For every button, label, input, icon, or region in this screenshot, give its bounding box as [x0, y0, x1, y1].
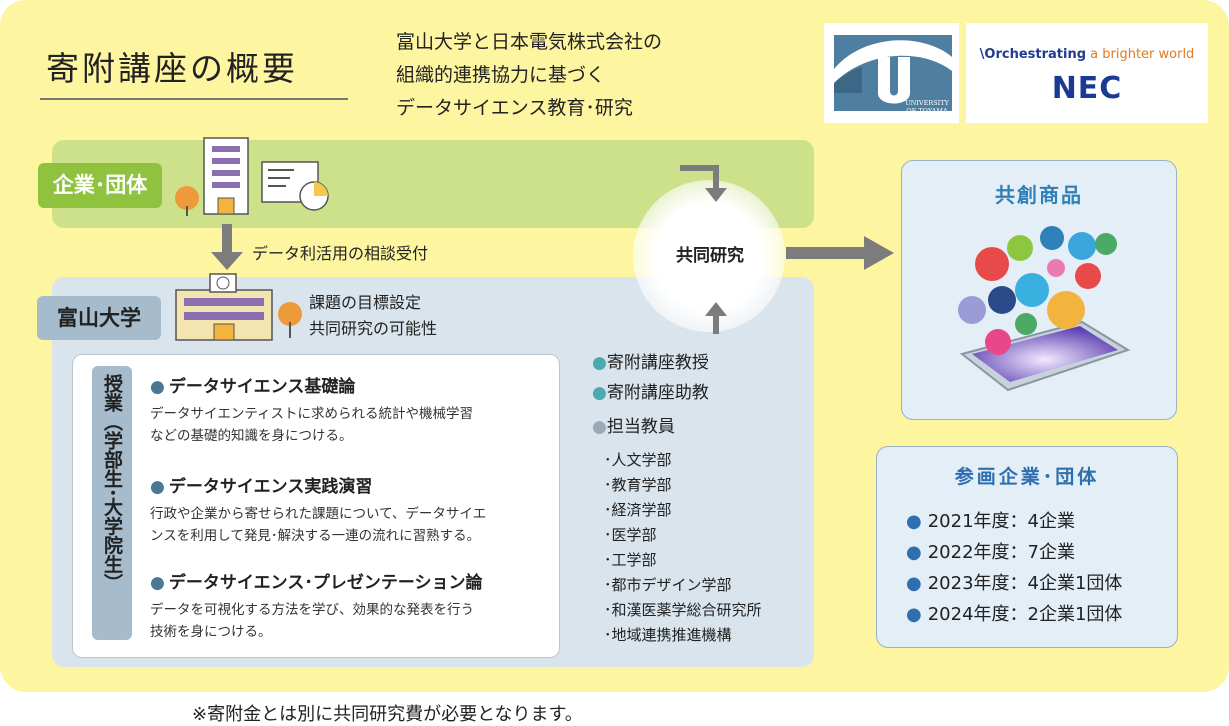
classes-tab	[92, 366, 132, 640]
home-icon	[1047, 259, 1065, 277]
joint-research-circle	[633, 165, 785, 334]
footnote: ※寄附金とは別に共同研究費が必要となります。	[192, 704, 583, 725]
university-of-toyama-logo: UNIVERSITY OF TOYAMA	[824, 23, 959, 123]
bullet-icon: ●	[592, 383, 607, 403]
nec-tagline-accent: \Orchestrating	[979, 47, 1087, 62]
participants-panel	[876, 446, 1178, 648]
course-description: データを可視化する方法を学び、効果的な発表を行う 技術を身につける。	[150, 602, 474, 640]
share-icon	[1007, 235, 1033, 261]
bullet-icon: ●	[150, 477, 165, 497]
course-item: ●データサイエンス･プレゼンテーション論 データを可視化する方法を学び、効果的な…	[150, 568, 483, 643]
star-icon	[1040, 226, 1064, 250]
bullet-icon: ●	[592, 417, 607, 437]
toyama-logo-text: OF TOYAMA	[906, 107, 948, 115]
participant-item: ●2022年度：7企業	[906, 542, 1075, 563]
staff-item: ●寄附講座助教	[592, 383, 709, 403]
subtitle: 富山大学と日本電気株式会社の 組織的連携協力に基づく データサイエンス教育･研究	[396, 26, 662, 125]
course-title: ●データサイエンス基礎論	[150, 377, 356, 397]
department-item: ･経済学部	[604, 501, 672, 519]
participant-item: ●2021年度：4企業	[906, 511, 1075, 532]
laptop-icon	[1047, 291, 1085, 329]
title-underline	[40, 98, 348, 100]
subtitle-line: データサイエンス教育･研究	[396, 97, 633, 119]
bullet-icon: ●	[150, 377, 165, 397]
lock-icon	[958, 296, 986, 324]
university-label: 富山大学	[37, 296, 161, 340]
course-description: 行政や企業から寄せられた課題について、データサイエ ンスを利用して発見･解決する…	[150, 506, 487, 544]
nec-logo: \Orchestrating a brighter world NEC	[966, 23, 1208, 123]
arrow-up-icon	[705, 302, 727, 334]
nec-wordmark: NEC	[1051, 71, 1123, 106]
smartphone-apps-illustration	[958, 226, 1131, 392]
consultation-label: データ利活用の相談受付	[252, 244, 429, 263]
toyama-logo-text: UNIVERSITY	[905, 99, 949, 107]
joint-research-label: 共同研究	[676, 246, 744, 266]
classes-panel	[72, 354, 560, 658]
page-title: 寄附講座の概要	[46, 49, 298, 88]
person-icon	[1095, 233, 1117, 255]
cloud-icon	[1015, 273, 1049, 307]
corporate-label: 企業･団体	[38, 163, 162, 208]
bullet-icon: ●	[592, 353, 607, 373]
participant-item: ●2024年度：2企業1団体	[906, 604, 1123, 625]
arrow-into-circle-icon	[680, 165, 727, 202]
department-item: ･地域連携推進機構	[604, 626, 732, 644]
course-title: ●データサイエンス･プレゼンテーション論	[150, 573, 483, 593]
bullet-icon: ●	[150, 573, 165, 593]
bullet-icon: ●	[906, 604, 922, 625]
staff-item: ●担当教員	[592, 417, 675, 437]
participants-list: ●2021年度：4企業 ●2022年度：7企業 ●2023年度：4企業1団体 ●…	[906, 506, 1122, 630]
office-building-icon	[175, 137, 329, 216]
nec-tagline: \Orchestrating a brighter world	[966, 47, 1208, 62]
task-item: 課題の目標設定	[309, 293, 422, 312]
course-item: ●データサイエンス基礎論 データサイエンティストに求められる統計や機械学習 など…	[150, 372, 473, 447]
participants-title: 参画企業･団体	[954, 466, 1100, 488]
staff-list: ●寄附講座教授 ●寄附講座助教 ●担当教員	[592, 348, 709, 442]
course-item: ●データサイエンス実践演習 行政や企業から寄せられた課題について、データサイエ …	[150, 472, 486, 547]
university-tasks: 課題の目標設定 共同研究の可能性	[309, 290, 437, 342]
compass-icon	[1068, 232, 1096, 260]
bullet-icon: ●	[906, 573, 922, 594]
department-item: ･人文学部	[604, 451, 672, 469]
bullet-icon: ●	[906, 542, 922, 563]
arrow-down-icon	[211, 224, 243, 270]
location-pin-icon	[1075, 263, 1101, 289]
bullet-icon: ●	[906, 511, 922, 532]
course-description: データサイエンティストに求められる統計や機械学習 などの基礎的知識を身につける。	[150, 406, 474, 444]
department-item: ･教育学部	[604, 476, 672, 494]
department-item: ･和漢医薬学総合研究所	[604, 601, 762, 619]
course-title: ●データサイエンス実践演習	[150, 477, 373, 497]
subtitle-line: 組織的連携協力に基づく	[396, 64, 606, 86]
toyama-emblem-icon: UNIVERSITY OF TOYAMA	[834, 35, 952, 115]
department-item: ･工学部	[604, 551, 657, 569]
key-icon	[988, 286, 1016, 314]
classes-tab-label: 授業（学部生･大学院生）	[101, 374, 123, 593]
nec-tagline-rest: a brighter world	[1086, 47, 1195, 62]
subtitle-line: 富山大学と日本電気株式会社の	[396, 31, 663, 53]
staff-item: ●寄附講座教授	[592, 353, 709, 373]
department-item: ･医学部	[604, 526, 657, 544]
products-title: 共創商品	[995, 183, 1083, 207]
department-item: ･都市デザイン学部	[604, 576, 732, 594]
university-building-icon	[175, 273, 302, 341]
at-sign-icon	[985, 329, 1011, 355]
globe-icon	[975, 247, 1009, 281]
department-list: ･人文学部 ･教育学部 ･経済学部 ･医学部 ･工学部 ･都市デザイン学部 ･和…	[604, 448, 762, 648]
gear-icon	[1015, 313, 1037, 335]
arrow-right-icon	[786, 236, 894, 270]
task-item: 共同研究の可能性	[309, 319, 438, 338]
participant-item: ●2023年度：4企業1団体	[906, 573, 1123, 594]
